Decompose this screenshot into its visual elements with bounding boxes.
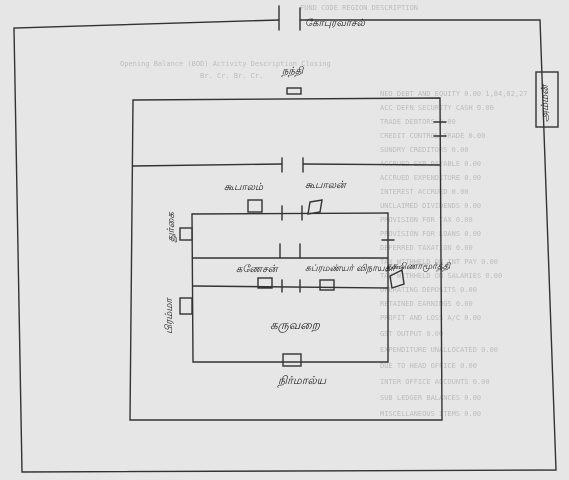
label-brahma: பிரம்மா — [164, 298, 175, 334]
dakshinamurthy-shrine — [389, 268, 405, 289]
durgai-shrine — [179, 227, 193, 241]
subramaniyar-shrine — [319, 279, 335, 291]
kubalam-shrine — [247, 199, 263, 213]
label-garbhagriha: கருவறை — [270, 318, 320, 332]
garbhagriha-door — [282, 353, 302, 367]
amman-shrine — [535, 71, 559, 128]
mandapam-line — [192, 285, 389, 289]
label-kubalam2: கூபாலன் — [305, 180, 346, 191]
label-durgai: துர்கை — [166, 212, 177, 242]
kubalam2-shrine — [307, 199, 323, 215]
label-nandi: நந்தி — [282, 66, 304, 77]
outer-wall — [13, 19, 557, 473]
label-subramaniyar: சுப்ரமண்யர் விநாயகர் — [305, 264, 396, 274]
label-amman: அம்மன் — [540, 85, 551, 122]
label-ganesha: கணேசன் — [236, 264, 278, 275]
ganesha-shrine — [257, 277, 273, 289]
nandi-symbol — [286, 87, 302, 95]
label-dakshinamurthy: தக்ஷிணாமூர்த்தி — [386, 262, 451, 272]
brahma-shrine — [179, 297, 193, 315]
middle-prakaram — [129, 97, 443, 421]
inner-divider-right — [302, 163, 441, 166]
inner-divider-left — [132, 163, 283, 167]
label-nirmalyam: நிர்மால்ய — [278, 374, 327, 387]
label-kubalam: கூபாலம் — [224, 182, 264, 193]
label-gopuram: கோபுரவாசல் — [305, 18, 365, 29]
